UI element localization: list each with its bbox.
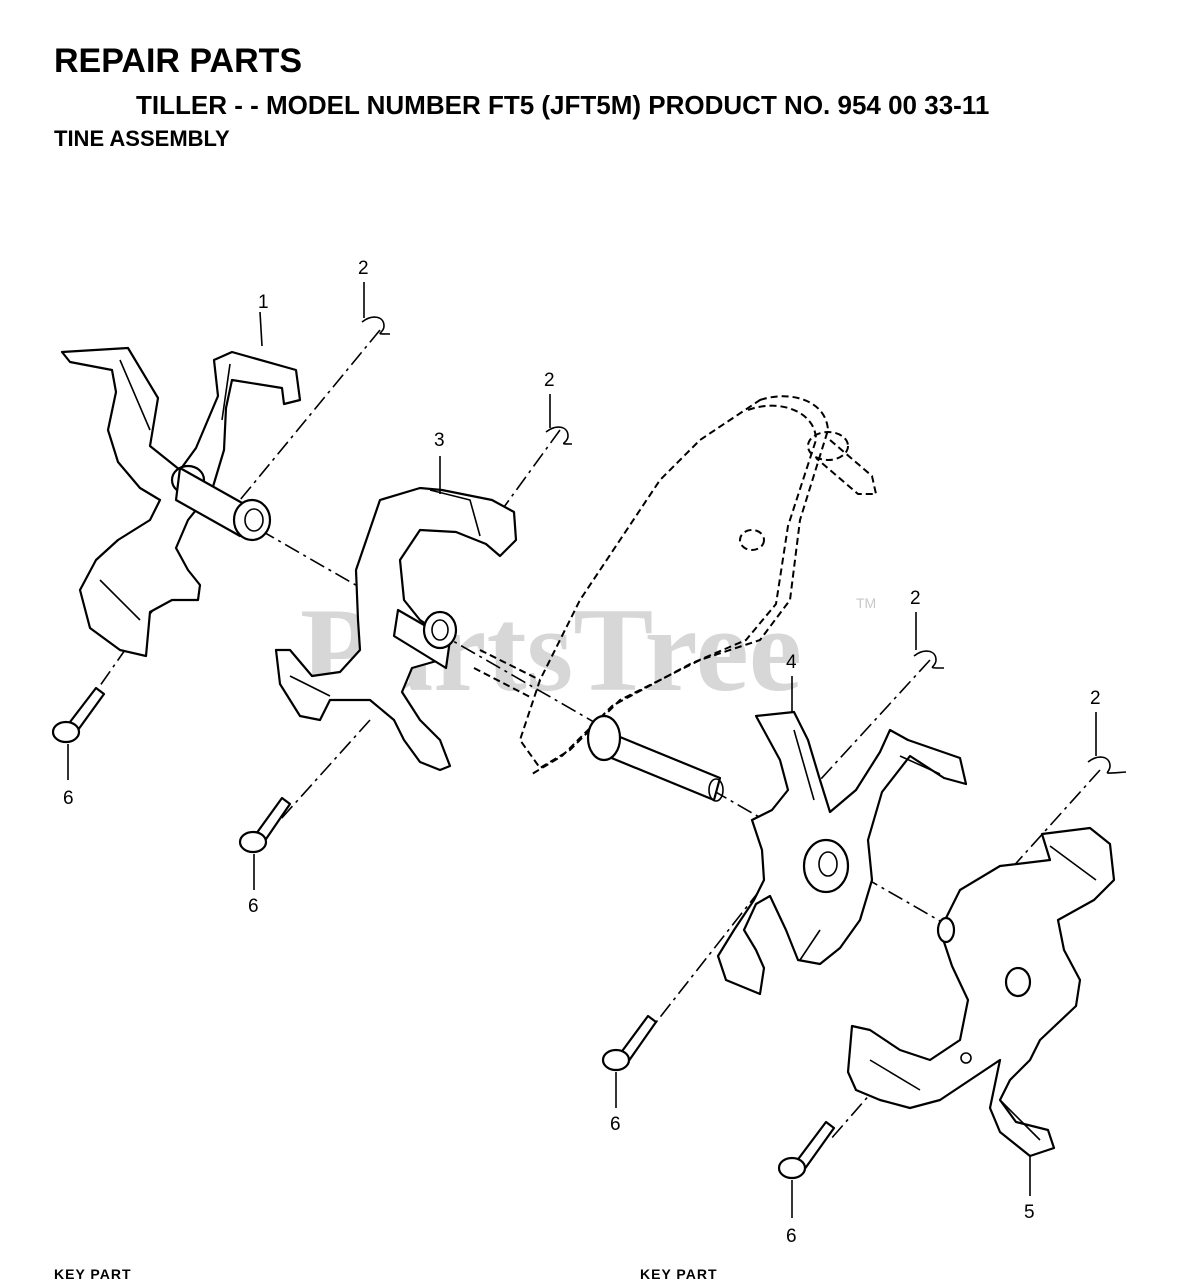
callout-6d: 6 bbox=[786, 1226, 797, 1247]
pin-6c bbox=[601, 1014, 658, 1072]
callout-4: 4 bbox=[786, 652, 797, 673]
footer-right-header: KEY PART bbox=[640, 1266, 718, 1282]
callout-5: 5 bbox=[1024, 1202, 1035, 1223]
callout-2b: 2 bbox=[544, 370, 555, 391]
clevis-pins bbox=[51, 686, 836, 1180]
tine-part-4 bbox=[716, 710, 968, 996]
tine-part-5 bbox=[846, 826, 1116, 1158]
pin-6d bbox=[777, 1120, 836, 1180]
section-title: TINE ASSEMBLY bbox=[54, 126, 230, 151]
pin-6b bbox=[238, 796, 292, 854]
chain-case-ghost bbox=[473, 395, 878, 775]
hair-pins bbox=[361, 316, 1127, 774]
callout-6a: 6 bbox=[63, 788, 74, 809]
callout-6b: 6 bbox=[248, 896, 259, 917]
callout-1: 1 bbox=[258, 292, 269, 313]
tine-part-1 bbox=[60, 346, 302, 658]
callout-2a: 2 bbox=[358, 258, 369, 279]
callout-6c: 6 bbox=[610, 1114, 621, 1135]
watermark-tm: TM bbox=[856, 595, 876, 611]
leader-lines bbox=[67, 282, 1097, 1218]
page-title: REPAIR PARTS bbox=[54, 42, 303, 80]
callout-numbers: 1 2 3 2 2 4 2 5 6 6 6 6 bbox=[63, 258, 1101, 1247]
footer-left-header: KEY PART bbox=[54, 1266, 132, 1282]
callout-2c: 2 bbox=[910, 588, 921, 609]
axle-shaft bbox=[586, 714, 724, 802]
callout-2d: 2 bbox=[1090, 688, 1101, 709]
model-subtitle: TILLER - - MODEL NUMBER FT5 (JFT5M) PROD… bbox=[136, 90, 990, 120]
callout-3: 3 bbox=[434, 430, 445, 451]
tine-part-3 bbox=[274, 486, 518, 772]
pin-6a bbox=[51, 686, 106, 744]
